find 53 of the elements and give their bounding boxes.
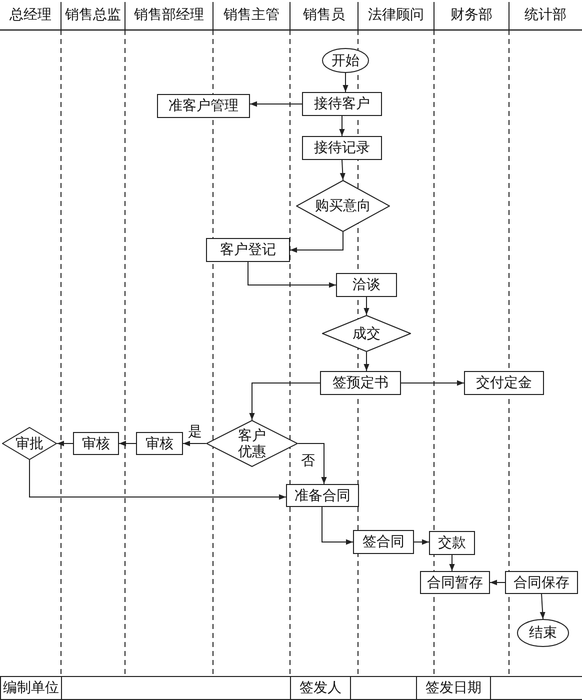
arrow bbox=[540, 594, 546, 620]
process-box: 交款 bbox=[429, 531, 475, 555]
process-box: 签预定书 bbox=[320, 371, 401, 395]
arrow bbox=[29, 460, 286, 500]
column-header: 销售总监 bbox=[64, 6, 122, 25]
column-header: 法律顾问 bbox=[367, 6, 425, 25]
table-label: 签发人 bbox=[290, 676, 351, 700]
arrow bbox=[414, 539, 430, 545]
column-header: 销售员 bbox=[302, 6, 346, 25]
terminal-oval: 结束 bbox=[517, 619, 569, 647]
process-box: 交付定金 bbox=[464, 371, 544, 395]
decision-diamond: 购买意向 bbox=[296, 180, 390, 232]
column-header: 销售主管 bbox=[222, 6, 280, 25]
arrow bbox=[290, 232, 344, 253]
arrow bbox=[298, 443, 327, 484]
arrow bbox=[248, 262, 336, 288]
process-box: 审核 bbox=[73, 432, 119, 455]
table-label: 签发日期 bbox=[416, 676, 491, 700]
decision-diamond: 成交 bbox=[322, 315, 411, 352]
process-box: 审核 bbox=[136, 432, 183, 455]
process-box: 客户登记 bbox=[206, 238, 290, 262]
arrow bbox=[56, 440, 74, 446]
arrow bbox=[449, 554, 455, 572]
column-header: 统计部 bbox=[524, 6, 568, 25]
column-header: 总经理 bbox=[8, 6, 52, 25]
process-box: 签合同 bbox=[353, 530, 414, 554]
process-box: 接待记录 bbox=[302, 136, 382, 160]
arrow bbox=[364, 352, 370, 372]
process-box: 接待客户 bbox=[302, 92, 382, 116]
decision-diamond: 客户优惠 bbox=[206, 420, 298, 467]
table-label: 编制单位 bbox=[0, 676, 62, 700]
arrow bbox=[182, 440, 206, 446]
process-box: 合同暂存 bbox=[420, 571, 490, 594]
arrow bbox=[400, 380, 464, 386]
edge-label: 否 bbox=[301, 452, 315, 470]
arrow bbox=[250, 101, 302, 107]
terminal-oval: 开始 bbox=[322, 48, 369, 73]
arrow bbox=[340, 160, 346, 180]
column-header: 财务部 bbox=[450, 6, 494, 25]
arrow bbox=[364, 296, 370, 316]
arrow bbox=[490, 580, 506, 586]
process-box: 准客户管理 bbox=[157, 94, 250, 118]
process-box: 准备合同 bbox=[286, 484, 359, 507]
edge-label: 是 bbox=[188, 423, 202, 441]
column-header: 销售部经理 bbox=[133, 6, 205, 25]
arrow bbox=[118, 440, 136, 446]
arrow bbox=[322, 506, 354, 545]
decision-diamond: 审批 bbox=[2, 427, 57, 460]
process-box: 合同保存 bbox=[505, 571, 578, 594]
arrow bbox=[249, 382, 320, 420]
process-box: 洽谈 bbox=[336, 273, 397, 297]
arrow bbox=[339, 116, 345, 136]
arrow bbox=[342, 72, 348, 92]
